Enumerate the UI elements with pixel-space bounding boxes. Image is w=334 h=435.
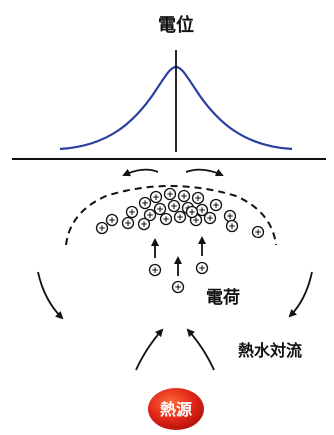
charge-symbol: + — [227, 221, 238, 233]
surface-arrow-left — [124, 170, 158, 175]
charge-symbol: + — [175, 212, 186, 224]
svg-text:+: + — [174, 283, 182, 293]
svg-text:+: + — [254, 228, 262, 238]
charge-symbol: + — [123, 218, 134, 230]
convection-arrow-inner-right — [188, 330, 214, 370]
charge-symbol: + — [107, 215, 118, 227]
svg-text:+: + — [151, 266, 159, 276]
svg-text:+: + — [228, 222, 236, 232]
surface-arrow-right — [186, 170, 222, 175]
svg-text:+: + — [176, 213, 184, 223]
charge-symbol: + — [211, 200, 222, 212]
svg-text:+: + — [152, 193, 160, 203]
charge-cluster: ++++++++++++++++++++++++ — [97, 189, 264, 239]
charge-symbol: + — [193, 193, 204, 205]
charge-label: 電荷 — [206, 287, 240, 308]
charge-symbol: + — [127, 207, 138, 219]
svg-text:+: + — [194, 194, 202, 204]
svg-text:+: + — [188, 208, 196, 218]
charge-symbol: + — [165, 189, 176, 201]
charge-symbol: + — [161, 214, 172, 226]
svg-text:+: + — [128, 208, 136, 218]
svg-text:+: + — [98, 224, 106, 234]
svg-text:+: + — [170, 202, 178, 212]
charge-symbol: + — [139, 219, 150, 231]
svg-text:+: + — [108, 216, 116, 226]
svg-text:+: + — [166, 190, 174, 200]
charge-symbol: + — [205, 213, 216, 225]
svg-text:+: + — [206, 214, 214, 224]
charge-symbol: + — [179, 191, 190, 203]
svg-text:+: + — [141, 199, 149, 209]
heat-source-label: 熱源 — [160, 400, 192, 419]
convection-arrow-inner-left — [136, 330, 162, 370]
charge-symbol: + — [140, 198, 151, 210]
convection-arrow-outer-left — [38, 272, 62, 318]
rising-charge-symbol: + — [173, 282, 184, 294]
svg-text:+: + — [162, 215, 170, 225]
rising-charge-symbol: + — [150, 265, 161, 277]
charge-symbol: + — [151, 192, 162, 204]
charge-symbol: + — [187, 207, 198, 219]
rising-charges: + + + — [150, 238, 208, 293]
charge-symbol: + — [253, 227, 264, 239]
svg-text:+: + — [156, 205, 164, 215]
potential-label: 電位 — [158, 14, 194, 36]
svg-text:+: + — [140, 220, 148, 230]
charge-symbol: + — [97, 223, 108, 235]
rising-charge-symbol: + — [197, 263, 208, 275]
svg-text:+: + — [124, 219, 132, 229]
convection-label: 熱水対流 — [238, 341, 302, 360]
svg-text:+: + — [198, 206, 206, 216]
convection-arrow-outer-right — [290, 272, 312, 316]
svg-text:+: + — [212, 201, 220, 211]
svg-text:+: + — [180, 192, 188, 202]
svg-text:+: + — [198, 264, 206, 274]
charge-symbol: + — [169, 201, 180, 213]
